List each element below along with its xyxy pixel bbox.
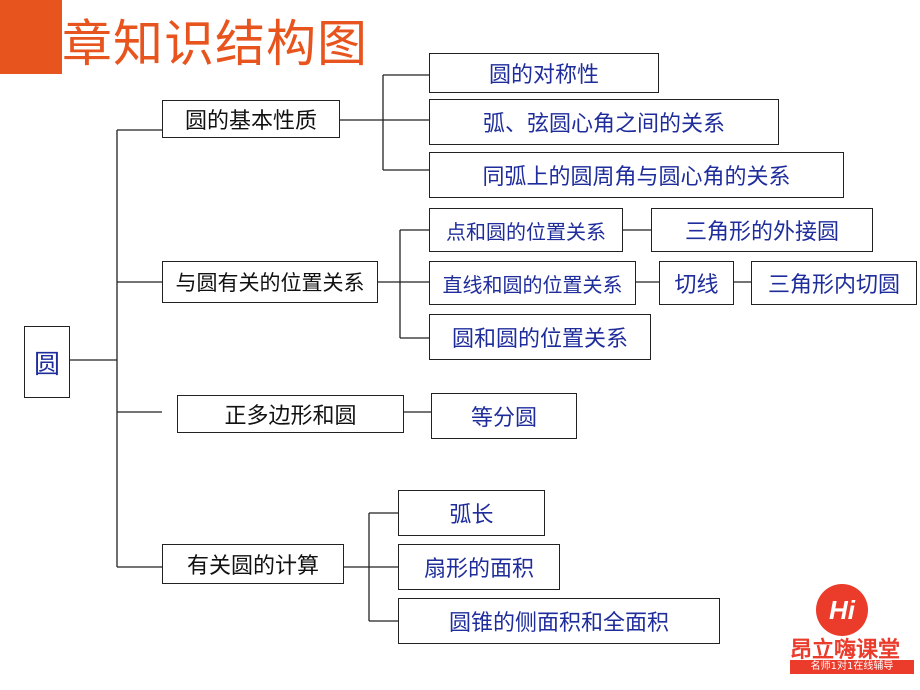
chapter-number: 4 <box>14 6 38 53</box>
branch-basic-properties: 圆的基本性质 <box>162 100 340 138</box>
logo-name: 昂立嗨课堂 <box>790 638 901 663</box>
leaf-circle-circle: 圆和圆的位置关系 <box>429 314 651 360</box>
leaf-arc-chord-angle: 弧、弦圆心角之间的关系 <box>429 99 779 145</box>
leaf-equal-division: 等分圆 <box>431 393 577 439</box>
leaf-symmetry: 圆的对称性 <box>429 53 659 93</box>
leaf-circumscribed-circle: 三角形的外接圆 <box>651 208 873 252</box>
page-title: 章知识结构图 <box>62 15 368 73</box>
root-node: 圆 <box>24 326 70 398</box>
leaf-sector-area: 扇形的面积 <box>398 544 560 590</box>
leaf-inscribed-central-angle: 同弧上的圆周角与圆心角的关系 <box>429 152 844 198</box>
leaf-point-circle: 点和圆的位置关系 <box>429 208 623 252</box>
branch-regular-polygon: 正多边形和圆 <box>177 395 404 433</box>
logo-tagline: 名师1对1在线辅导 <box>790 660 914 674</box>
branch-circle-calculation: 有关圆的计算 <box>162 544 344 584</box>
leaf-inscribed-circle: 三角形内切圆 <box>751 261 917 305</box>
leaf-cone-area: 圆锥的侧面积和全面积 <box>398 598 720 644</box>
leaf-line-circle: 直线和圆的位置关系 <box>429 261 636 305</box>
leaf-arc-length: 弧长 <box>398 490 545 536</box>
leaf-tangent: 切线 <box>659 261 734 305</box>
title-accent-block <box>0 0 62 74</box>
branch-position-relations: 与圆有关的位置关系 <box>162 261 378 303</box>
brand-logo: Hi 昂立嗨课堂 名师1对1在线辅导 <box>786 584 920 684</box>
logo-badge: Hi <box>816 584 868 636</box>
